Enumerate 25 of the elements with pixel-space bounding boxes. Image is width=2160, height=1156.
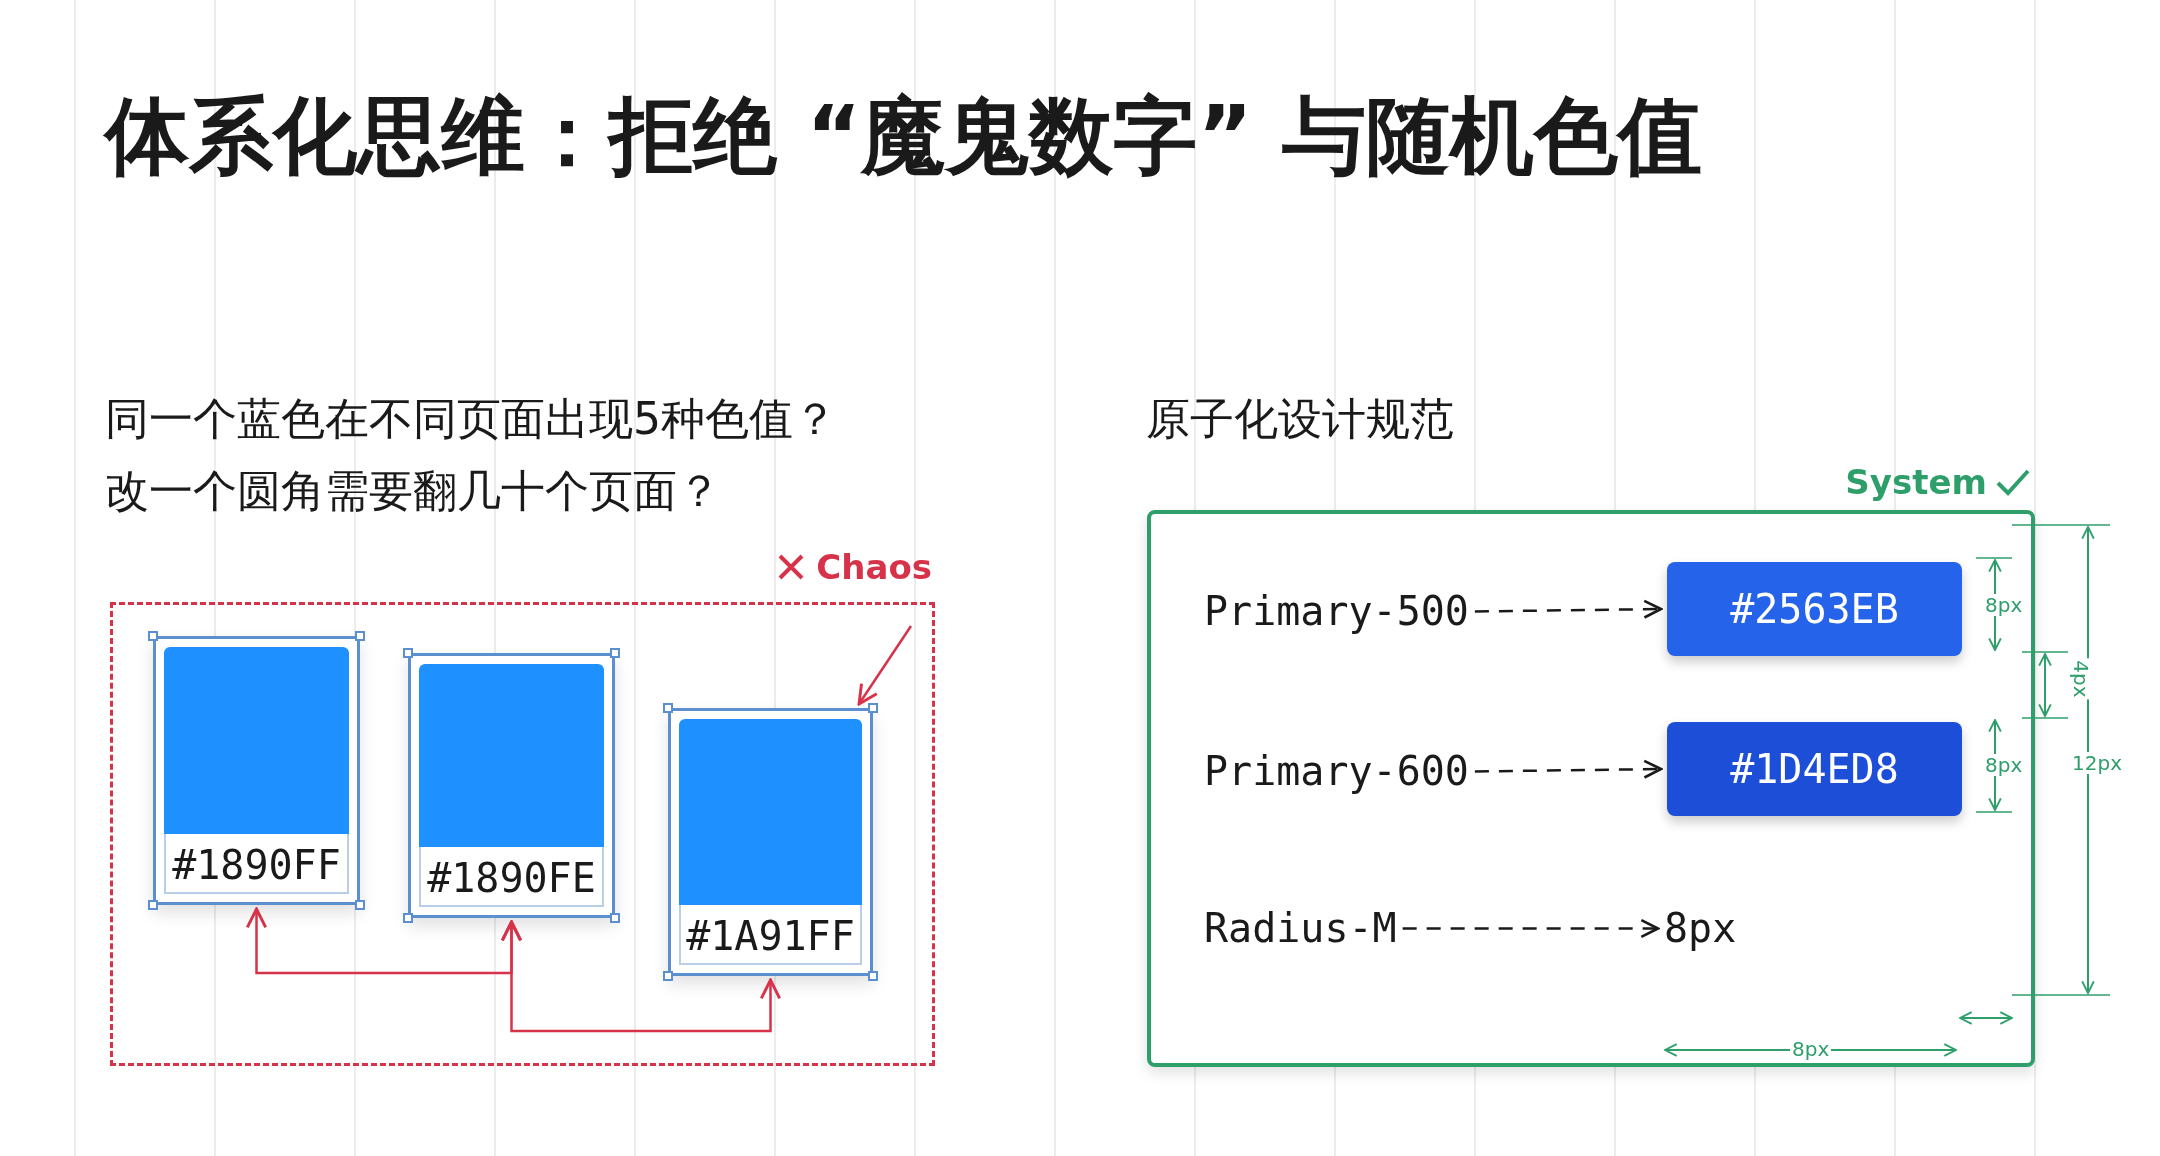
connector-arrow <box>500 920 782 1033</box>
token-name: Radius-M <box>1204 901 1397 956</box>
hex-code: #1890FF <box>164 834 349 894</box>
dashed-arrow <box>1474 599 1663 619</box>
hex-code: #1890FE <box>419 847 604 907</box>
token-name: Primary-600 <box>1204 744 1469 799</box>
dimension-label: 8px <box>1983 754 2025 776</box>
token-name: Primary-500 <box>1204 584 1469 639</box>
group-heading: Chaos <box>816 547 932 587</box>
arrow <box>857 625 913 706</box>
hex-code: #2563EB <box>1730 586 1899 632</box>
dashed-arrow <box>1474 759 1663 779</box>
hex-code: #1A91FF <box>679 905 862 965</box>
panel-heading: System <box>1845 462 1987 502</box>
token-name: 8px <box>1664 901 1737 956</box>
dashed-arrow <box>1402 918 1660 939</box>
dimension-label: 4px <box>2069 658 2092 700</box>
subtitle: 原子化设计规范 <box>1146 392 1454 446</box>
hex-code: #1D4ED8 <box>1730 746 1899 792</box>
question-text: 改一个圆角需要翻几十个页面？ <box>105 464 721 518</box>
dimension-label: 8px <box>1983 594 2025 616</box>
question-text: 同一个蓝色在不同页面出现5种色值？ <box>105 392 837 446</box>
title: 体系化思维：拒绝 “魔鬼数字” 与随机色值 <box>105 86 1702 187</box>
color-chip <box>1667 722 1962 816</box>
color-chip <box>1667 562 1962 656</box>
